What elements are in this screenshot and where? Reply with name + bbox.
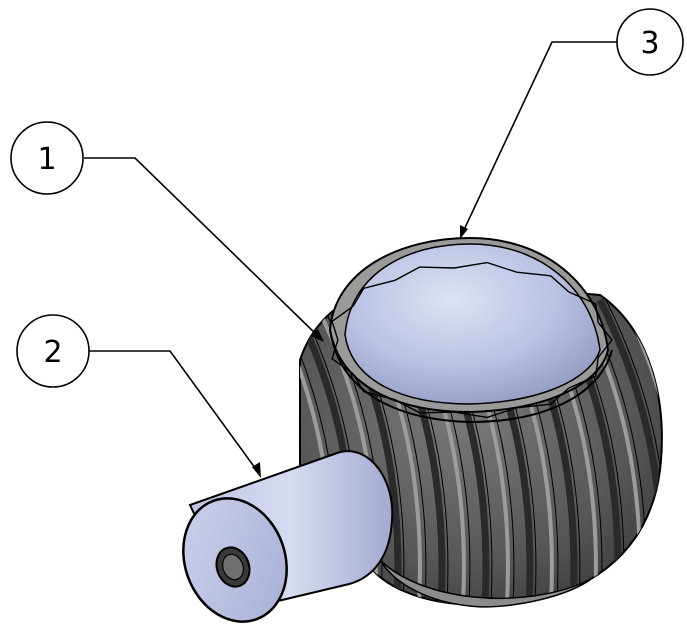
callout-1: 1 xyxy=(10,121,84,195)
leader-line-1 xyxy=(84,157,321,339)
arrowhead-3 xyxy=(460,225,468,239)
callout-label: 1 xyxy=(37,142,56,177)
callout-2: 2 xyxy=(16,314,90,388)
leader-arrowheads xyxy=(252,225,468,478)
gear-tooth xyxy=(666,300,687,620)
callout-circle xyxy=(616,8,684,76)
gear-tooth-edge xyxy=(672,300,687,620)
gear-tooth-edge xyxy=(605,299,662,605)
leader-line-3 xyxy=(462,41,617,233)
callout-label: 2 xyxy=(43,335,62,370)
leader-lines xyxy=(84,41,617,473)
gear-crown-teeth xyxy=(331,261,613,419)
callout-circle xyxy=(16,314,90,388)
callout-3: 3 xyxy=(616,8,684,76)
arrowhead-2 xyxy=(252,462,261,478)
leader-line-2 xyxy=(89,350,259,473)
gear-tooth xyxy=(596,298,662,605)
arrowhead-1 xyxy=(311,329,324,342)
shaft xyxy=(182,450,394,623)
callout-circle xyxy=(10,121,84,195)
callout-label: 3 xyxy=(640,26,659,61)
dome xyxy=(328,236,613,424)
